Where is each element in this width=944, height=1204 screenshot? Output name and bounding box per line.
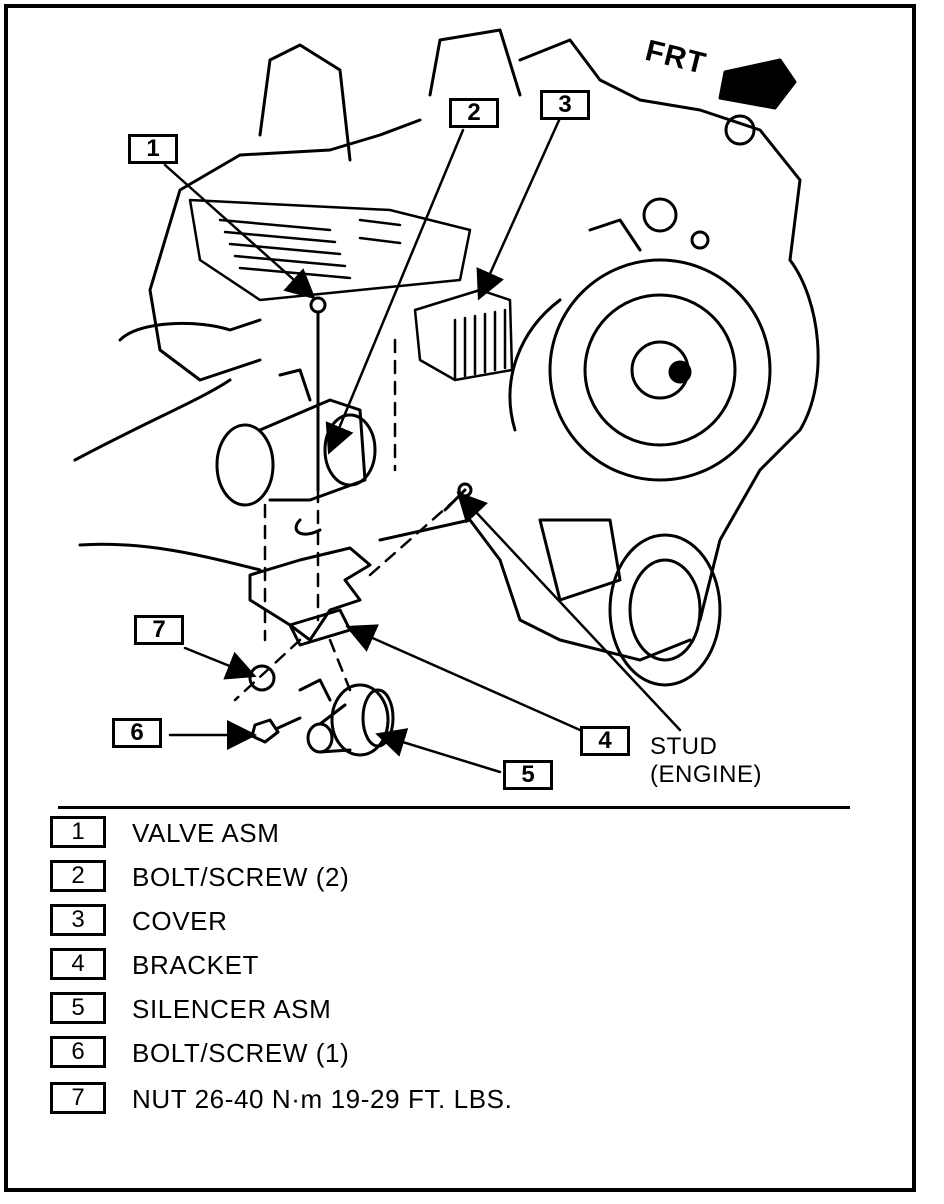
legend-number: 5 <box>50 992 106 1024</box>
front-direction-arrow-icon <box>718 58 797 110</box>
legend-text: SILENCER ASM <box>132 994 332 1024</box>
legend-text: BOLT/SCREW (1) <box>132 1038 350 1068</box>
legend-text: VALVE ASM <box>132 818 280 848</box>
legend-number: 1 <box>50 816 106 848</box>
legend-item: 4 BRACKET <box>50 948 750 984</box>
bolt-screw-part <box>250 716 302 744</box>
silencer-asm-part <box>298 678 395 757</box>
stud-label-line2: (ENGINE) <box>650 761 762 788</box>
alternator-pulley <box>508 114 772 482</box>
legend-number: 2 <box>50 860 106 892</box>
callout-2: 2 <box>449 98 499 128</box>
legend-item: 5 SILENCER ASM <box>50 992 750 1028</box>
legend-item: 2 BOLT/SCREW (2) <box>50 860 750 896</box>
engine-outline <box>73 28 820 662</box>
callout-leaders <box>163 116 682 774</box>
callout-1: 1 <box>128 134 178 164</box>
legend-item: 6 BOLT/SCREW (1) <box>50 1036 750 1072</box>
legend-separator <box>58 806 850 809</box>
stud-label-line1: STUD <box>650 733 718 760</box>
legend-number: 4 <box>50 948 106 980</box>
legend-text: COVER <box>132 906 228 936</box>
legend-text: BRACKET <box>132 950 260 980</box>
callout-7: 7 <box>134 615 184 645</box>
nut-part <box>248 664 276 692</box>
exploded-dash-lines <box>233 338 457 702</box>
diagram-frame <box>4 4 916 1192</box>
legend-text: NUT 26-40 N·m 19-29 FT. LBS. <box>132 1084 513 1114</box>
legend-number: 3 <box>50 904 106 936</box>
valve-asm-body <box>215 296 377 536</box>
valve-cover-ribs <box>188 198 472 302</box>
stud-engine-label: STUD (ENGINE) <box>650 733 762 789</box>
bracket-part <box>248 546 372 647</box>
engine-stud <box>443 482 473 512</box>
lower-pulley <box>538 518 722 687</box>
callout-6: 6 <box>112 718 162 748</box>
legend-number: 6 <box>50 1036 106 1068</box>
legend-item: 1 VALVE ASM <box>50 816 750 852</box>
callout-3: 3 <box>540 90 590 120</box>
cover-part <box>413 288 514 382</box>
callout-4: 4 <box>580 726 630 756</box>
legend-item: 7 NUT 26-40 N·m 19-29 FT. LBS. <box>50 1082 750 1118</box>
legend-item: 3 COVER <box>50 904 750 940</box>
callout-5: 5 <box>503 760 553 790</box>
legend-number: 7 <box>50 1082 106 1114</box>
legend-text: BOLT/SCREW (2) <box>132 862 350 892</box>
